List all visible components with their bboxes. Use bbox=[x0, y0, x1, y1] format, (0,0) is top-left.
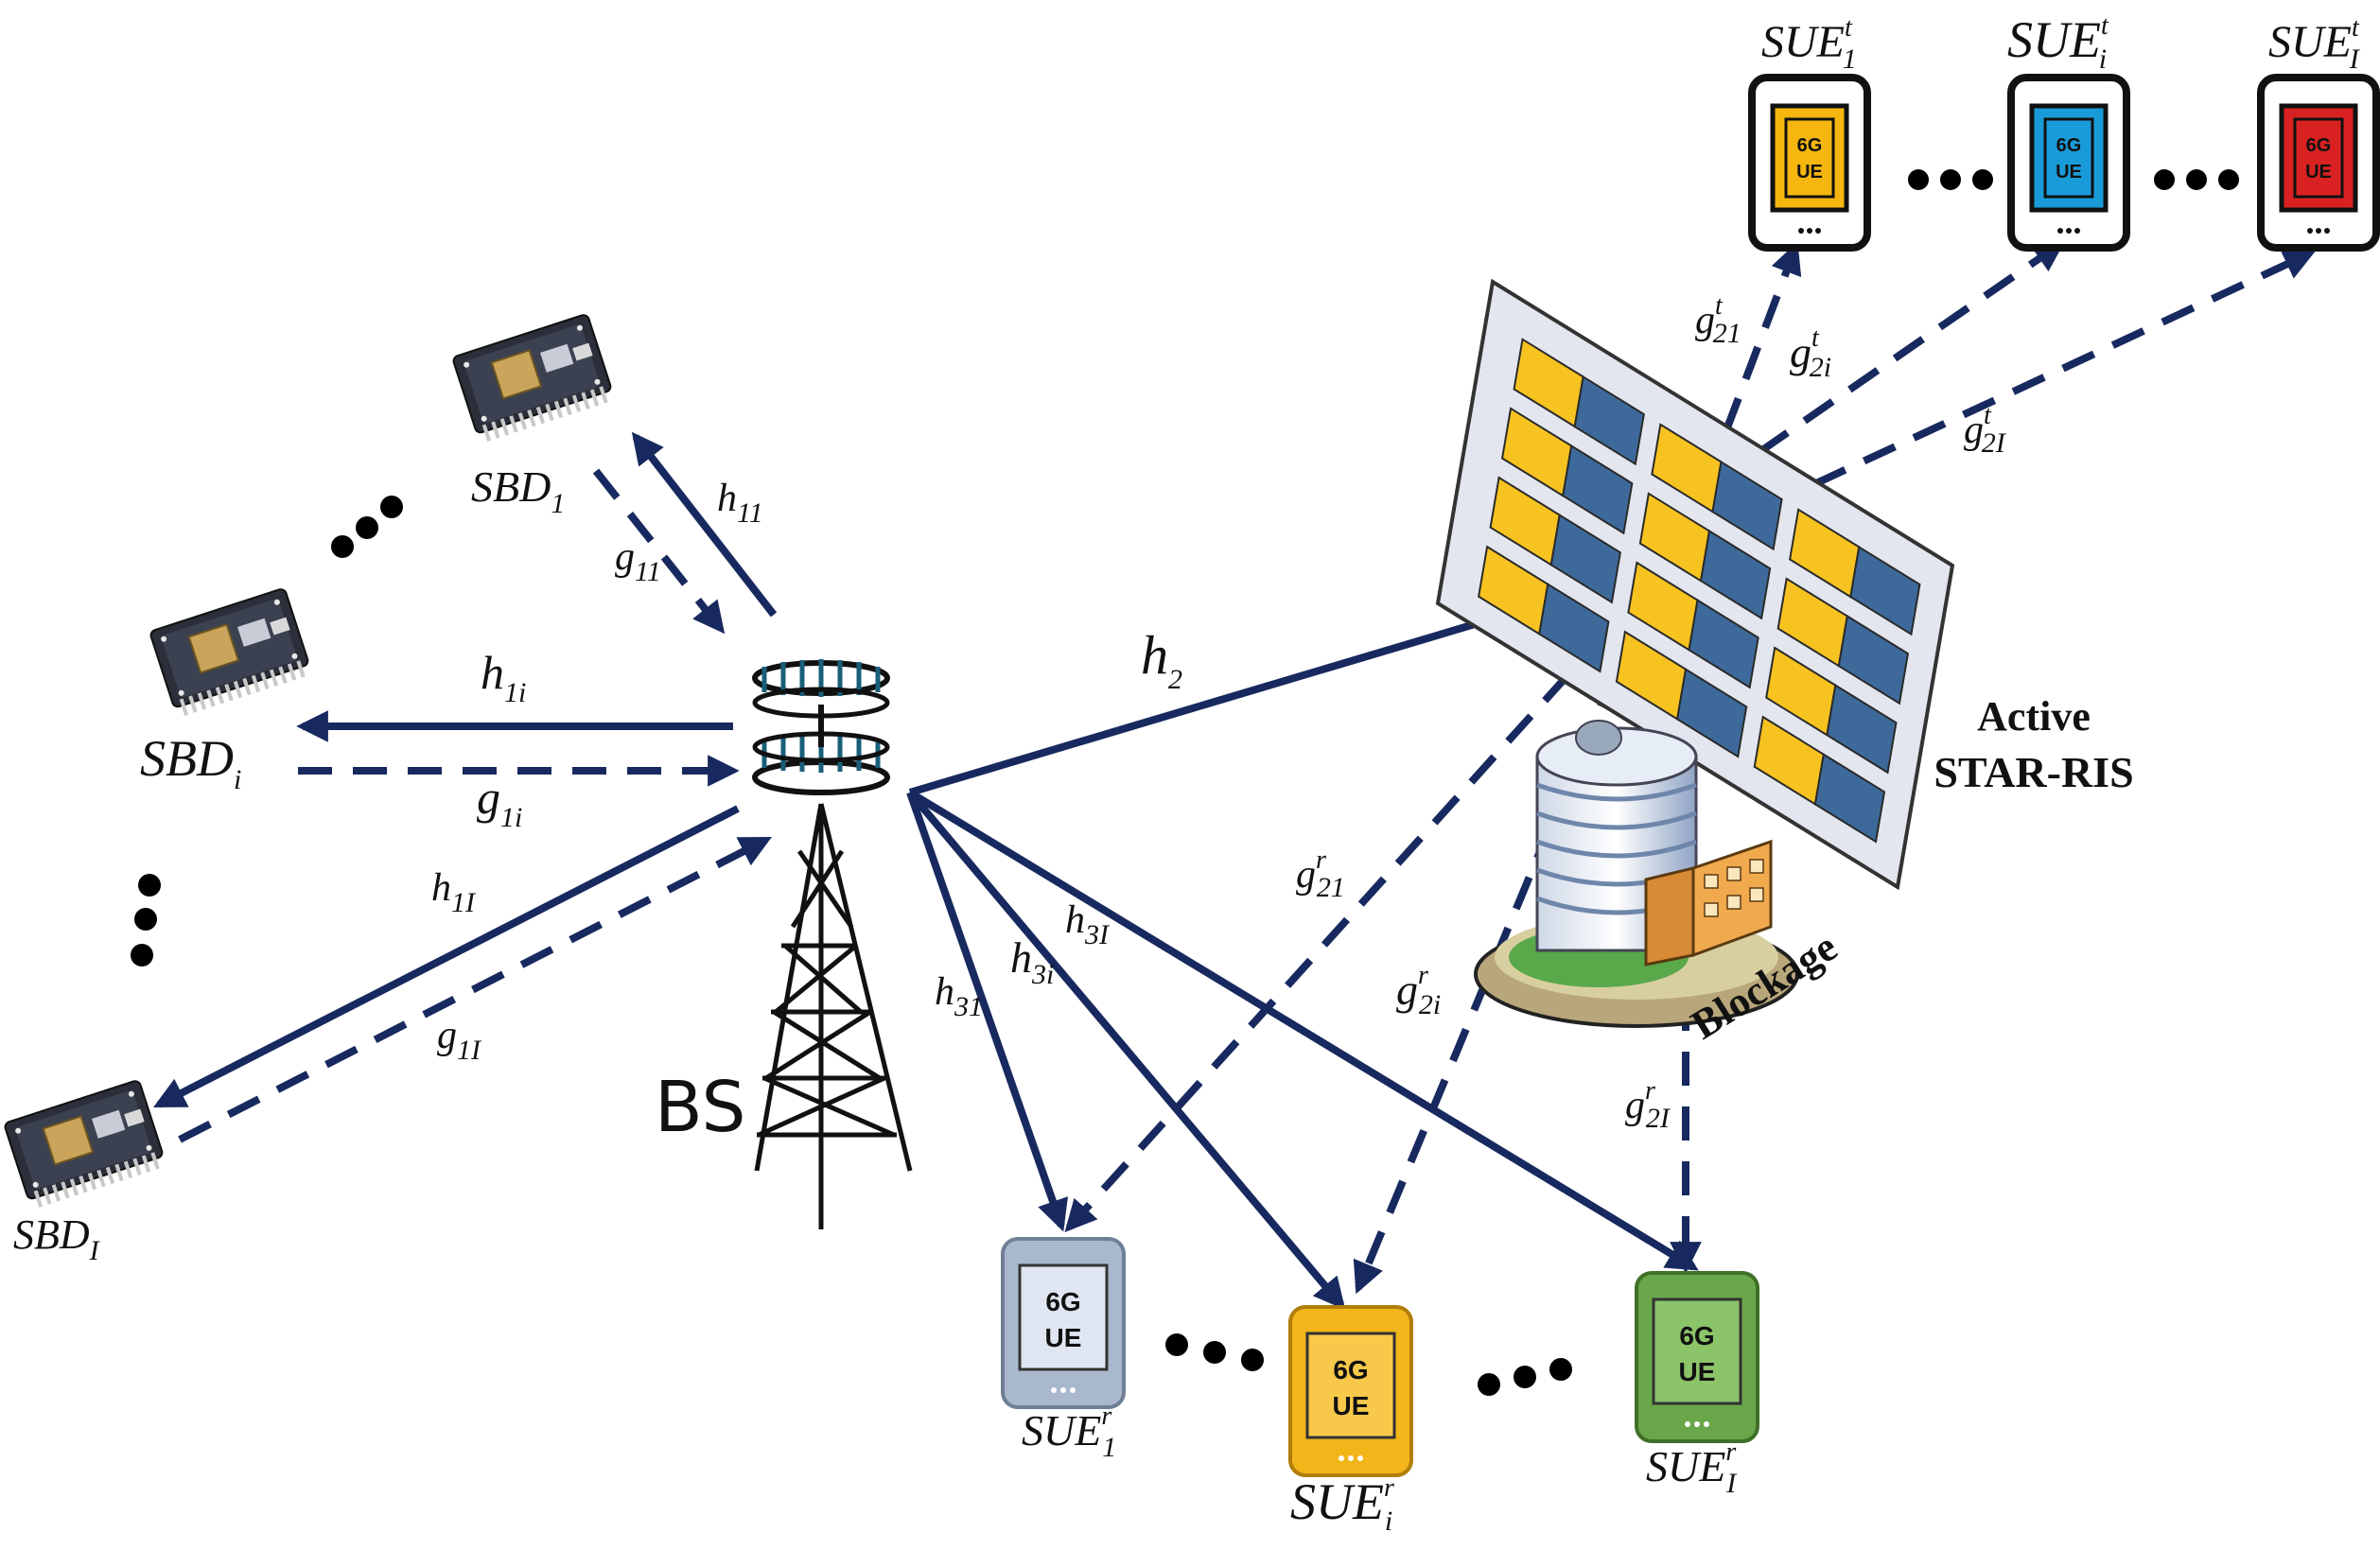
ris-element bbox=[1849, 545, 1921, 636]
ris-element bbox=[1711, 460, 1783, 551]
svg-text:6G: 6G bbox=[1045, 1287, 1080, 1316]
svg-text:UE: UE bbox=[1796, 162, 1823, 183]
ris-element bbox=[1699, 529, 1772, 620]
base-station-tower-icon bbox=[752, 659, 913, 1229]
link-h31 bbox=[906, 791, 1068, 1232]
link-g21-r bbox=[1064, 591, 1644, 1232]
smartphone-icon: 6G UE bbox=[1288, 1305, 1413, 1477]
label-h1I: h1I bbox=[431, 866, 477, 918]
smartphone-icon: 6G UE bbox=[2257, 74, 2380, 252]
label-h11: h11 bbox=[717, 477, 763, 529]
sbd-1 bbox=[451, 312, 617, 445]
sbd-i bbox=[149, 586, 314, 720]
sensor-board-icon bbox=[3, 1078, 168, 1211]
label-h3i: h3i bbox=[1010, 933, 1054, 990]
svg-text:6G: 6G bbox=[2056, 135, 2082, 156]
sue-r-1-phone: 6G UE bbox=[1001, 1237, 1126, 1409]
sue-r-i-phone: 6G UE bbox=[1288, 1305, 1413, 1477]
smartphone-icon: 6G UE bbox=[1001, 1237, 1126, 1409]
sue-t-I-phone: 6G UE bbox=[2257, 74, 2380, 252]
sue-t-ellipsis-1 bbox=[1908, 169, 1993, 190]
ris-element bbox=[1813, 753, 1886, 844]
building-blockage-icon bbox=[1474, 720, 1799, 1028]
sue-r-ellipsis-1 bbox=[1165, 1333, 1264, 1371]
label-h2: h2 bbox=[1141, 624, 1182, 695]
svg-text:UE: UE bbox=[1333, 1391, 1370, 1420]
svg-text:UE: UE bbox=[1045, 1323, 1082, 1352]
ris-element bbox=[1826, 684, 1898, 775]
svg-text:6G: 6G bbox=[1797, 135, 1823, 156]
label-g11: g11 bbox=[615, 535, 661, 587]
sue-t-1-phone: 6G UE bbox=[1748, 74, 1871, 252]
svg-text:6G: 6G bbox=[1333, 1355, 1368, 1385]
sue-r-I-phone: 6G UE bbox=[1635, 1271, 1759, 1443]
sbd-ellipsis-top bbox=[331, 496, 403, 558]
ris-element bbox=[1837, 614, 1910, 705]
sbd-I-label: SBDI bbox=[13, 1211, 101, 1266]
sue-r-ellipsis-2 bbox=[1478, 1358, 1572, 1396]
ris-label-line2: STAR-RIS bbox=[1934, 748, 2133, 796]
sue-t-ellipsis-2 bbox=[2154, 169, 2239, 190]
smartphone-icon: 6G UE bbox=[1635, 1271, 1759, 1443]
smartphone-icon: 6G UE bbox=[1748, 74, 1871, 252]
ris-element bbox=[1573, 374, 1645, 466]
bs-label: BS bbox=[655, 1067, 745, 1148]
ris-element bbox=[1675, 668, 1748, 758]
link-h1I bbox=[153, 805, 740, 1108]
label-h1i: h1i bbox=[481, 646, 526, 708]
svg-text:UE: UE bbox=[2305, 162, 2332, 183]
label-g1I: g1I bbox=[437, 1014, 482, 1066]
link-g21-t bbox=[1723, 241, 1802, 432]
label-h31: h31 bbox=[935, 970, 983, 1022]
ris-label-line1: Active bbox=[1977, 693, 2091, 740]
label-g1i: g1i bbox=[477, 771, 522, 833]
svg-text:6G: 6G bbox=[2306, 135, 2332, 156]
link-h11 bbox=[631, 431, 778, 618]
ris-element bbox=[1688, 599, 1759, 689]
link-g11 bbox=[592, 468, 726, 635]
svg-text:UE: UE bbox=[1679, 1357, 1716, 1386]
sbd-i-label: SBDi bbox=[140, 730, 241, 795]
sbd-1-label: SBD1 bbox=[471, 462, 565, 519]
link-g1I bbox=[178, 836, 772, 1143]
svg-text:6G: 6G bbox=[1679, 1321, 1714, 1350]
label-h3I: h3I bbox=[1065, 898, 1111, 950]
sbd-ellipsis-mid bbox=[131, 874, 161, 967]
smartphone-icon: 6G UE bbox=[2007, 74, 2130, 252]
link-h3i bbox=[906, 790, 1346, 1311]
ris-element bbox=[1562, 444, 1634, 535]
star-ris-panel-icon bbox=[1435, 278, 1955, 891]
sensor-board-icon bbox=[149, 586, 314, 720]
sbd-I bbox=[3, 1078, 168, 1211]
link-g2I-t bbox=[1812, 250, 2317, 488]
link-g2i-t bbox=[1757, 240, 2066, 456]
ris-element bbox=[1549, 514, 1621, 604]
link-h3I bbox=[907, 789, 1699, 1271]
ris-element bbox=[1538, 583, 1610, 673]
svg-text:UE: UE bbox=[2056, 162, 2082, 183]
sue-t-i-phone: 6G UE bbox=[2007, 74, 2130, 252]
sensor-board-icon bbox=[451, 312, 617, 445]
